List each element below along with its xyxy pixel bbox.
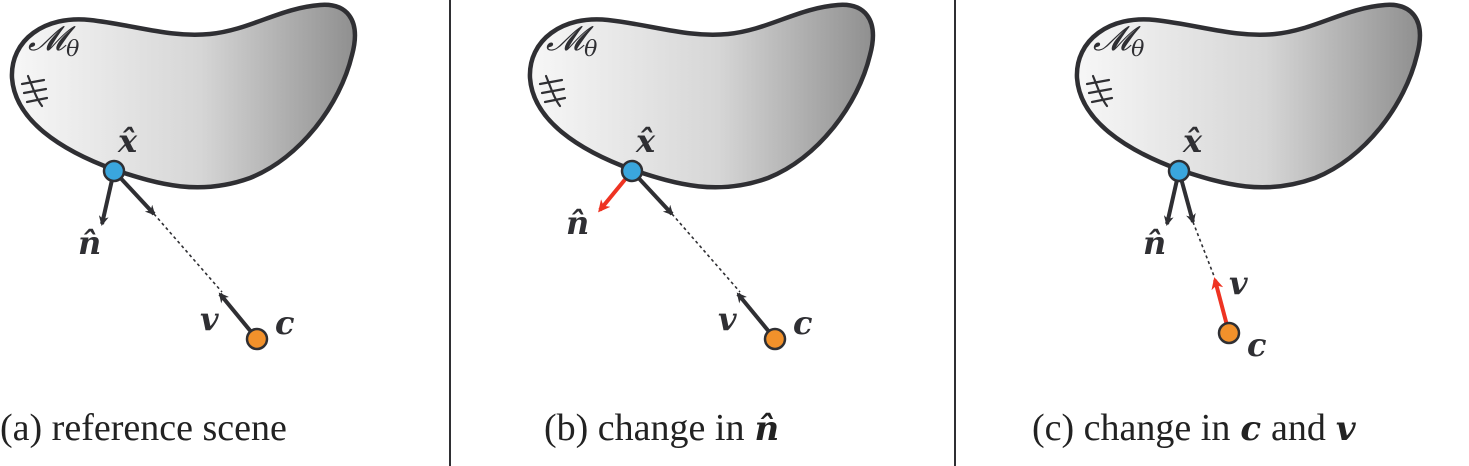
- x-hat-label: x̂: [635, 122, 656, 160]
- view-ray-dashed: [671, 213, 741, 293]
- caption-a: (a) reference scene: [0, 407, 287, 449]
- camera-point: [763, 327, 787, 351]
- n-hat-label: n̂: [1143, 224, 1166, 262]
- n-hat-label: n̂: [78, 224, 101, 262]
- panel-a: 𝓜θ x̂ n̂ v c (a) reference scene: [0, 5, 355, 449]
- c-label: c: [275, 304, 294, 342]
- n-hat-label: n̂: [566, 204, 589, 242]
- c-label: c: [793, 304, 812, 342]
- c-label: c: [1247, 326, 1266, 364]
- surface-point: [1167, 159, 1191, 183]
- camera-point: [245, 327, 269, 351]
- surface-point: [102, 159, 126, 183]
- view-ray-dashed: [1192, 221, 1215, 277]
- surface-point: [620, 159, 644, 183]
- x-hat-label: x̂: [117, 122, 138, 160]
- v-label: v: [1229, 264, 1248, 302]
- view-ray-dashed: [153, 213, 223, 293]
- v-label: v: [200, 300, 219, 338]
- camera-point: [1217, 321, 1241, 345]
- x-hat-label: x̂: [1182, 122, 1203, 160]
- v-label: v: [718, 300, 737, 338]
